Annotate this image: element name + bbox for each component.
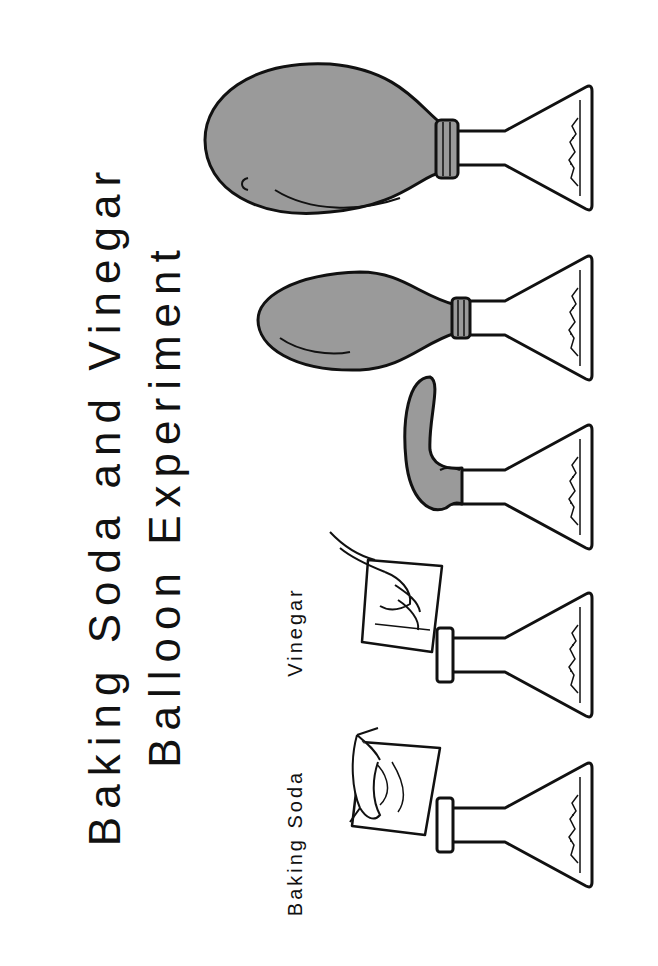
ingredient-label: Baking Soda: [282, 770, 308, 916]
title: Baking Soda and Vinegar Balloon Experime…: [75, 125, 195, 885]
ingredient-label: Vinegar: [282, 587, 308, 677]
